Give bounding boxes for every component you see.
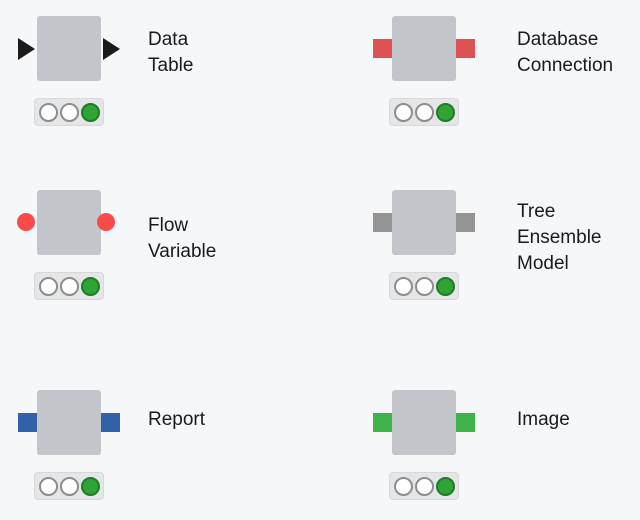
- node-body: [392, 190, 456, 255]
- traffic-light: [389, 98, 459, 126]
- node-card: Data Table: [0, 16, 320, 146]
- node-body: [37, 16, 101, 81]
- input-port-icon: [18, 413, 37, 432]
- traffic-light-bulb: [393, 476, 413, 496]
- traffic-light-bulb: [393, 102, 413, 122]
- output-port-icon: [456, 39, 475, 58]
- node-body: [392, 390, 456, 455]
- node-label: Image: [517, 409, 570, 430]
- output-port-icon: [456, 413, 475, 432]
- input-port-icon: [18, 38, 35, 60]
- node-card: Tree Ensemble Model: [355, 190, 640, 320]
- traffic-light-bulb: [59, 276, 79, 296]
- traffic-light: [389, 472, 459, 500]
- output-port-icon: [103, 38, 120, 60]
- node-card: Database Connection: [355, 16, 640, 146]
- traffic-light-bulb: [59, 102, 79, 122]
- output-port-icon: [97, 213, 115, 231]
- traffic-light-bulb: [38, 102, 58, 122]
- traffic-light-bulb: [38, 276, 58, 296]
- input-port-icon: [373, 39, 392, 58]
- node-body: [37, 190, 101, 255]
- node-label: Flow Variable: [148, 215, 217, 262]
- traffic-light-bulb: [59, 476, 79, 496]
- traffic-light: [34, 472, 104, 500]
- traffic-light-bulb: [414, 102, 434, 122]
- node-card: Image: [355, 390, 640, 520]
- node-card: Flow Variable: [0, 190, 320, 320]
- traffic-light-bulb: [80, 276, 100, 296]
- traffic-light-bulb: [80, 476, 100, 496]
- traffic-light-bulb: [414, 476, 434, 496]
- traffic-light: [389, 272, 459, 300]
- traffic-light-bulb: [435, 276, 455, 296]
- port-type-legend: Data Table Database Connection Flow Vari…: [0, 16, 640, 500]
- traffic-light-bulb: [435, 476, 455, 496]
- input-port-icon: [373, 413, 392, 432]
- input-port-icon: [17, 213, 35, 231]
- traffic-light-bulb: [38, 476, 58, 496]
- node-label: Database Connection: [517, 29, 614, 76]
- traffic-light-bulb: [414, 276, 434, 296]
- node-body: [392, 16, 456, 81]
- input-port-icon: [373, 213, 392, 232]
- traffic-light: [34, 272, 104, 300]
- traffic-light-bulb: [435, 102, 455, 122]
- node-label: Report: [148, 409, 206, 430]
- node-label: Data Table: [148, 29, 194, 76]
- node-card: Report: [0, 390, 320, 520]
- output-port-icon: [101, 413, 120, 432]
- traffic-light: [34, 98, 104, 126]
- traffic-light-bulb: [80, 102, 100, 122]
- node-label: Tree Ensemble Model: [517, 201, 602, 274]
- node-body: [37, 390, 101, 455]
- traffic-light-bulb: [393, 276, 413, 296]
- output-port-icon: [456, 213, 475, 232]
